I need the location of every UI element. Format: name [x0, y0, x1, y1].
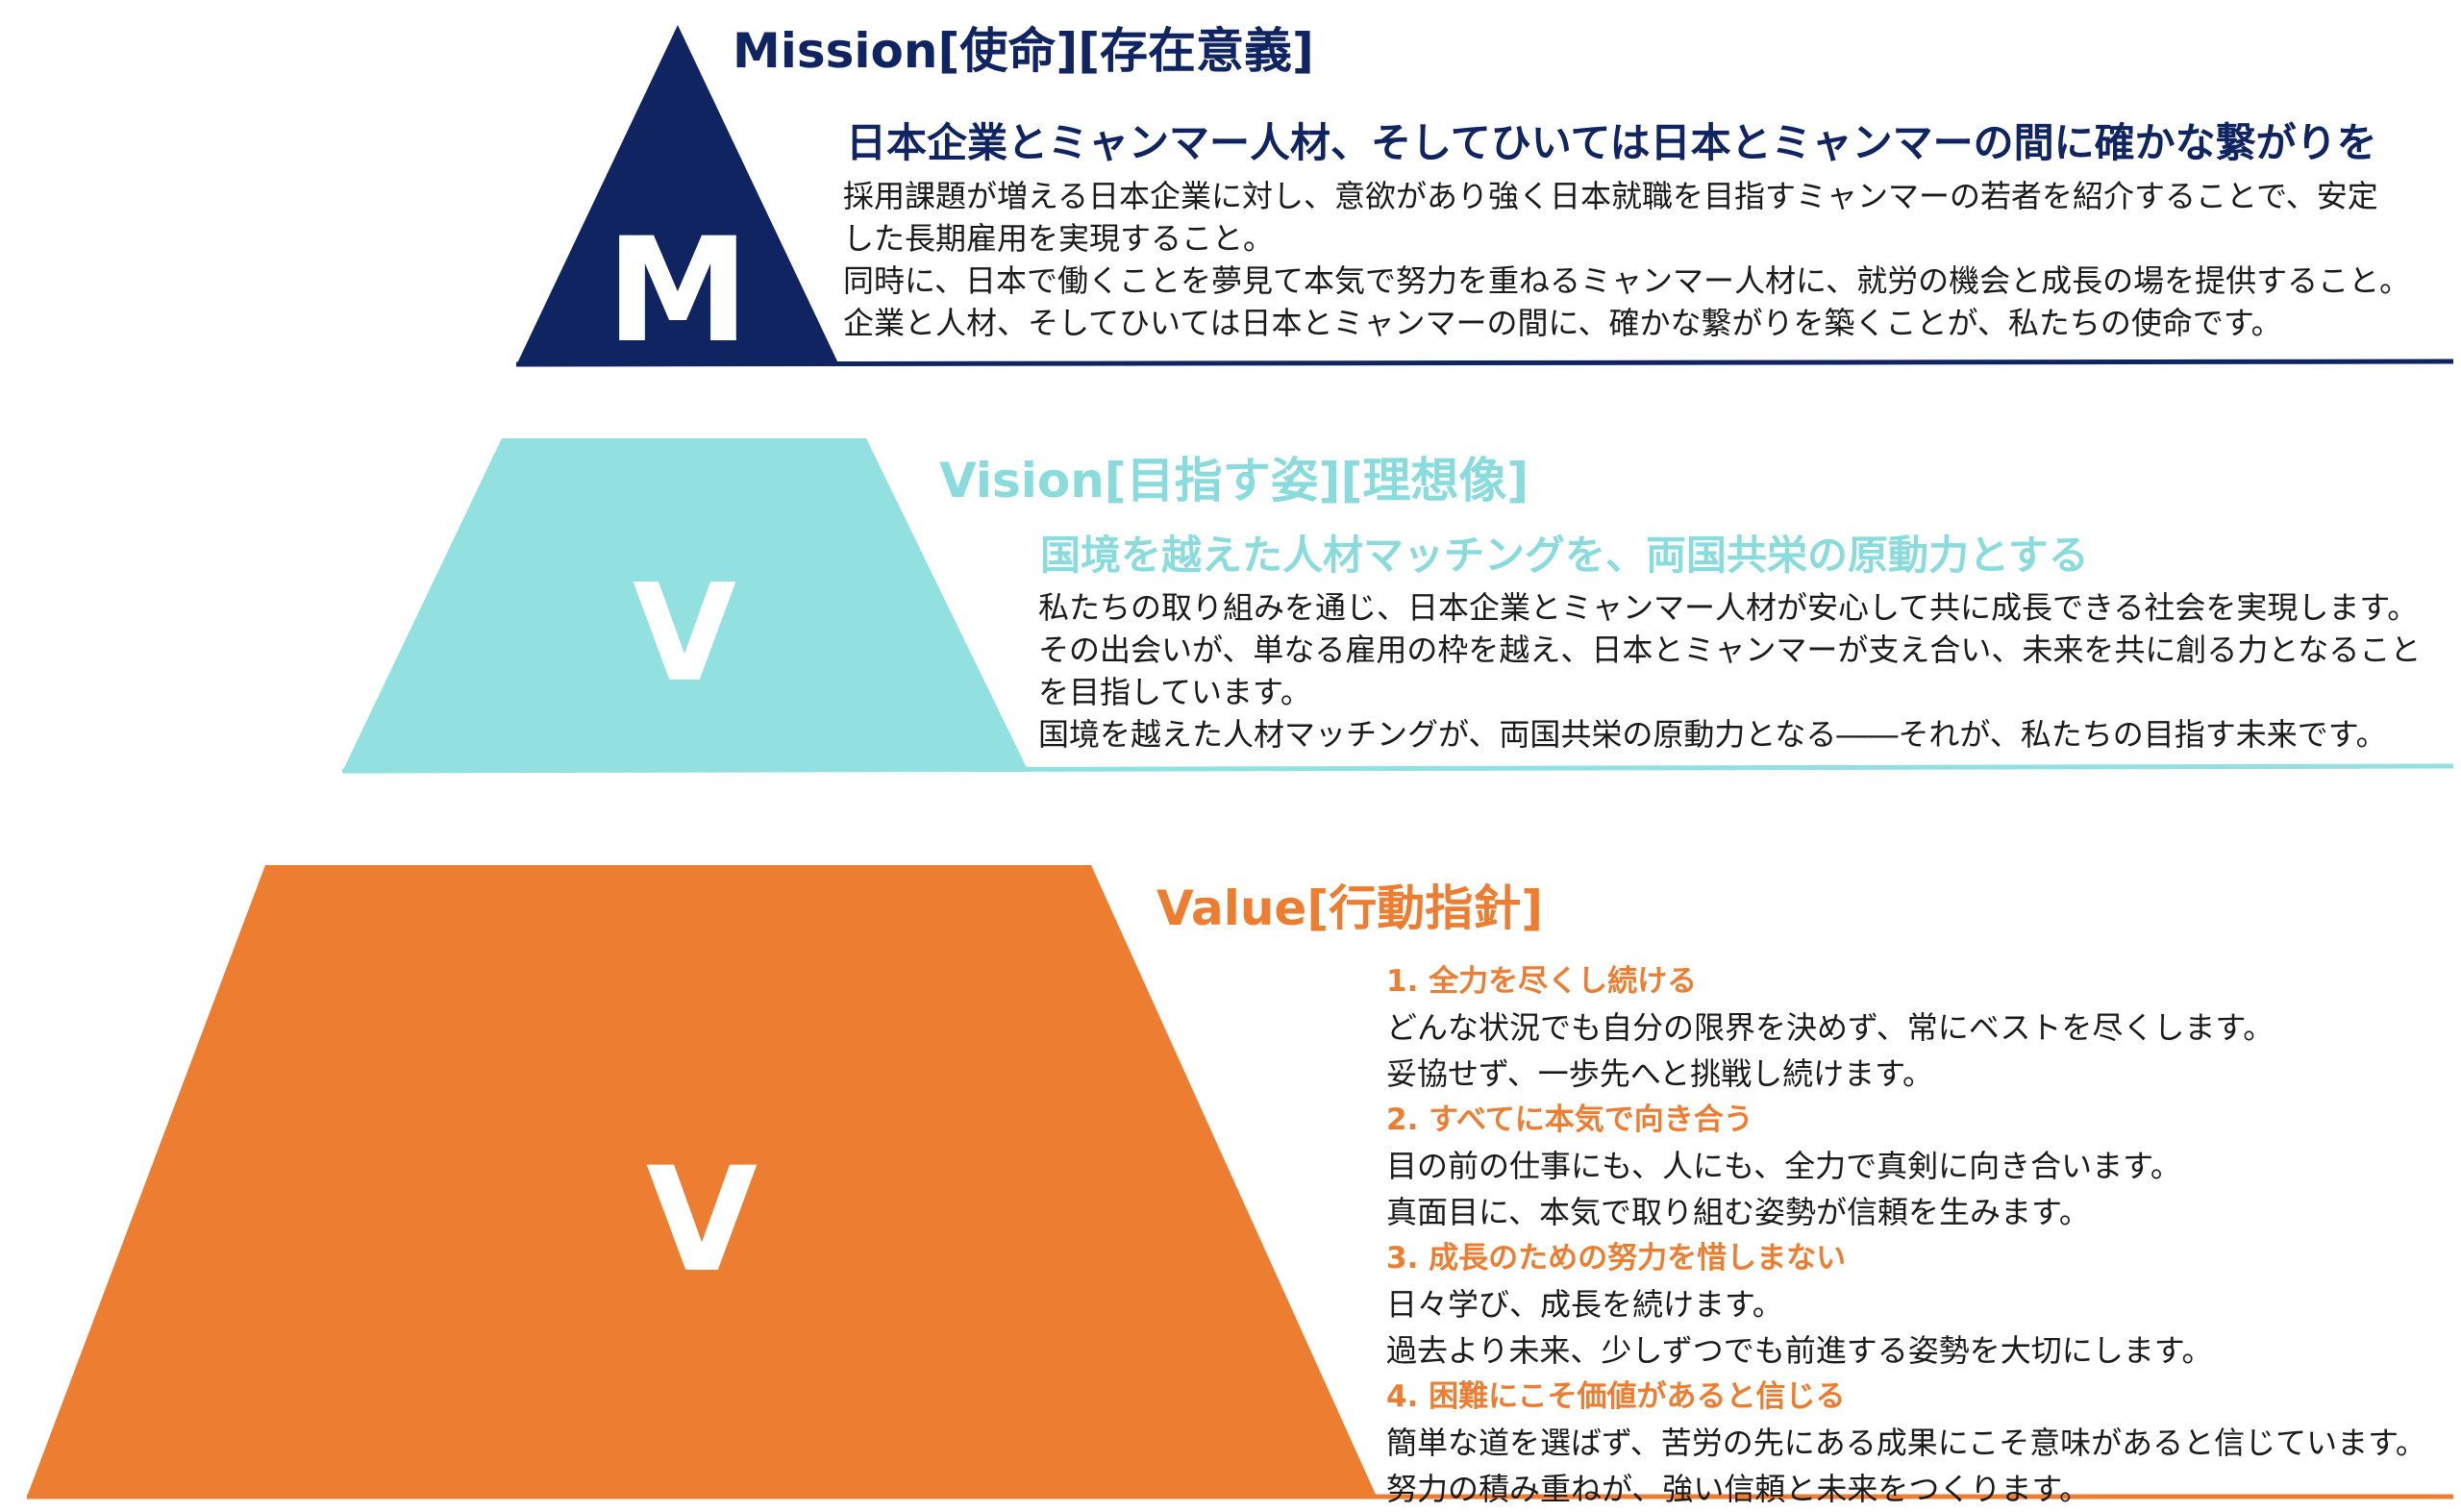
value-list: 1. 全力を尽くし続ける どんな状況でも自分の限界を決めず、常にベストを尽くしま…: [1386, 958, 2426, 1512]
vision-letter: V: [632, 556, 737, 712]
mission-title: Mission[使命][存在意義]: [733, 23, 1314, 79]
vision-trapezoid: [342, 438, 1029, 772]
value-item-heading: 4. 困難にこそ価値があると信じる: [1386, 1379, 1846, 1414]
vision-underline: [341, 763, 2454, 774]
vision-headline: 国境を越えた人材マッチングを、両国共栄の原動力とする: [1040, 532, 2089, 579]
mission-line: 同時に、日本で働くことを夢見て本気で努力を重ねるミャンマー人材に、就労の機会と成…: [843, 262, 2411, 299]
value-item-line: 過去より未来、少しずつでも前進する姿勢を大切にします。: [1386, 1332, 2213, 1369]
mission-line: した長期雇用を実現すること。: [843, 220, 1275, 257]
value-item-line: 簡単な道を選ばず、苦労の先にある成果にこそ意味があると信じています。: [1386, 1425, 2426, 1461]
vision-line: 私たちの取り組みを通じ、日本企業とミャンマー人材が安心して共に成長できる社会を実…: [1038, 589, 2419, 626]
value-item-heading: 3. 成長のための努力を惜しまない: [1386, 1241, 1847, 1276]
value-item-line: 真面目に、本気で取り組む姿勢が信頼を生みます。: [1386, 1194, 2090, 1230]
value-trapezoid: [27, 865, 1377, 1497]
mission-underline: [515, 359, 2454, 367]
vision-line: 国境を越えた人材マッチングが、両国共栄の原動力となる――それが、私たちの目指す未…: [1038, 716, 2387, 753]
value-item-line: 努力の積み重ねが、強い信頼と未来をつくります。: [1386, 1471, 2091, 1507]
mission-letter: M: [606, 208, 750, 375]
value-item-line: どんな状況でも自分の限界を決めず、常にベストを尽くします。: [1386, 1009, 2275, 1046]
mission-headline: 日本企業とミャンマー人材、そしてひいては日本とミャンマーの間に確かな繋がりを: [846, 119, 2377, 166]
value-letter: V: [645, 1137, 758, 1304]
value-item-heading: 2. すべてに本気で向き合う: [1386, 1103, 1753, 1137]
value-item-line: 妥協せず、一歩先へと挑戦し続けます。: [1386, 1055, 1933, 1092]
vision-body: 私たちの取り組みを通じ、日本企業とミャンマー人材が安心して共に成長できる社会を実…: [1038, 586, 2421, 756]
vision-line: を目指しています。: [1038, 674, 1311, 710]
value-item-heading: 1. 全力を尽くし続ける: [1386, 964, 1698, 999]
mission-line: 採用課題が増える日本企業に対し、意欲があり強く日本就職を目指すミャンマーの若者を…: [843, 178, 2378, 214]
vision-title: Vision[目指す姿][理想像]: [939, 453, 1529, 508]
mission-body: 採用課題が増える日本企業に対し、意欲があり強く日本就職を目指すミャンマーの若者を…: [843, 175, 2410, 344]
value-item-line: 日々学び、成長を続けます。: [1386, 1286, 1783, 1323]
mission-triangle: [516, 25, 839, 365]
mission-line: 企業と人材、そしてひいては日本とミャンマーの間に、確かな繋がりを築くことが、私た…: [843, 305, 2282, 341]
vision-line: その出会いが、単なる雇用の枠を越え、日本とミャンマーが支え合い、未来を共に創る力…: [1038, 632, 2422, 668]
value-item-line: 目の前の仕事にも、人にも、全力で真剣に向き合います。: [1386, 1148, 2181, 1184]
value-title: Value[行動指針]: [1156, 880, 1544, 936]
